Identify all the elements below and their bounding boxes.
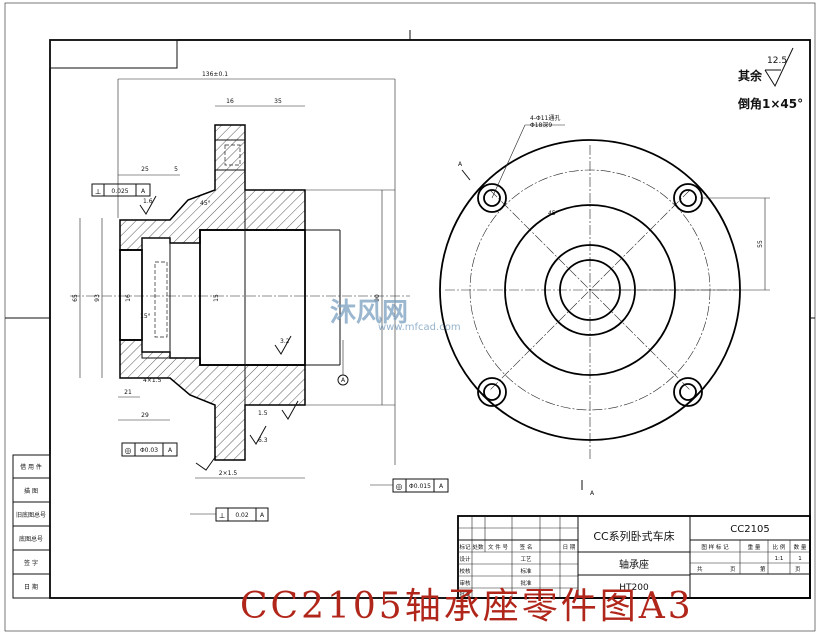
bolt-hole-tr (673, 183, 703, 213)
svg-text:⟂: ⟂ (95, 187, 101, 196)
dim-d9: 21 (124, 389, 132, 396)
svg-text:Φ0.015: Φ0.015 (409, 483, 431, 490)
dim-d5: 65 (72, 294, 79, 302)
dim-d12: 2×1.5 (219, 470, 238, 477)
tolerance-frame-1: ◎ Φ0.03 A (121, 442, 178, 457)
side-label-2: 旧底图总号 (16, 511, 46, 519)
svg-text:0.025: 0.025 (111, 188, 128, 195)
title-block: 标记 处数 文 件 号 签 名 日 期 设计 校核 审核 批准 工艺 标准 批准… (457, 515, 811, 599)
watermark-url: www.mfcad.com (378, 322, 461, 333)
role-1: 校核 (459, 567, 471, 575)
inner-border (49, 39, 811, 599)
section-dimensions: 136±0.1 16 35 25 5 65 93 16 15 90 21 29 … (72, 71, 396, 479)
datum-a-label: A (341, 377, 346, 384)
tolerance-frame-3: ⟂ 0.02 A (190, 507, 269, 522)
section-mark-top: A (458, 161, 463, 168)
svg-text:⟂: ⟂ (219, 511, 225, 520)
rev-header-3: 签 名 (520, 543, 533, 551)
quantity-value: 1 (798, 556, 802, 562)
svg-text:Φ0.03: Φ0.03 (140, 447, 158, 454)
right-header-0: 图 样 标 记 (701, 543, 729, 551)
process-2: 批准 (520, 579, 532, 587)
right-header-1: 重 量 (748, 543, 761, 551)
role-0: 设计 (459, 555, 471, 563)
svg-text:A: A (260, 512, 265, 519)
roughness-symbol (764, 47, 794, 88)
dim-d3: 25 (141, 166, 149, 173)
svg-text:◎: ◎ (396, 482, 403, 491)
sheet-label-3: 页 (795, 566, 801, 573)
role-3: 批准 (459, 590, 471, 598)
dim-d2: 35 (274, 98, 282, 105)
dim-d14: 4×1.5 (143, 377, 162, 384)
part-name: 轴承座 (619, 558, 649, 571)
side-label-5: 日 期 (24, 583, 38, 591)
right-dimension: 55 (757, 240, 764, 248)
chamfer-note: 倒角1×45° (737, 96, 803, 111)
bolt-hole-bl (477, 377, 507, 407)
bottom-title: CC2105轴承座零件图A3 (240, 586, 694, 627)
roughness-d18: 1.6 (143, 198, 153, 205)
side-label-4: 签 字 (24, 559, 38, 567)
roughness-d19: 6.3 (258, 437, 268, 444)
dim-d15: 15° (140, 313, 151, 320)
svg-text:A: A (439, 483, 444, 490)
outer-frame (4, 2, 816, 632)
code-box (49, 39, 178, 69)
side-panel: 借 用 件 描 图 旧底图总号 底图总号 签 字 日 期 (12, 454, 51, 599)
roughness-value: 12.5 (767, 56, 787, 66)
part-code: CC2105 (730, 524, 769, 535)
dim-d7: 16 (125, 294, 132, 302)
side-label-0: 借 用 件 (20, 463, 42, 471)
role-2: 审核 (459, 579, 471, 587)
rev-header-0: 标记 (459, 543, 471, 551)
bolt-hole-br (673, 377, 703, 407)
dim-d4: 5 (174, 166, 178, 173)
process-1: 标准 (520, 567, 532, 575)
dim-d16: 45° (200, 200, 211, 207)
right-header-2: 比 例 (773, 543, 786, 551)
angle-label: 45° (548, 210, 559, 217)
rev-header-1: 处数 (472, 543, 484, 551)
svg-text:◎: ◎ (125, 446, 132, 455)
section-upper-half (119, 124, 306, 251)
tolerance-frame-2: ◎ Φ0.015 A (370, 478, 449, 493)
dim-d8: 15 (213, 294, 220, 302)
notes: 其余 12.5 倒角1×45° (737, 47, 803, 111)
roughness-prefix: 其余 (738, 68, 763, 83)
bolt-hole-tl (477, 183, 507, 213)
scale-value: 1:1 (775, 556, 784, 562)
side-label-1: 描 图 (24, 487, 38, 495)
svg-text:0.02: 0.02 (235, 512, 249, 519)
right-header-3: 数 量 (794, 543, 807, 551)
sheet-label-0: 共 (697, 565, 703, 573)
roughness-symbols: 1.6 3.2 6.3 (139, 195, 299, 471)
tolerance-frame-0: ⟂ 0.025 A (91, 183, 151, 197)
section-view (70, 124, 410, 461)
dim-d10: 29 (141, 412, 149, 419)
dim-d1: 16 (226, 98, 234, 105)
process-0: 工艺 (520, 556, 532, 563)
svg-text:A: A (141, 188, 146, 195)
datum-marker: A (337, 340, 349, 386)
svg-text:A: A (168, 447, 173, 454)
dim-overall: 136±0.1 (202, 71, 228, 78)
roughness-d17: 3.2 (280, 338, 290, 345)
side-label-3: 底图总号 (19, 535, 43, 543)
watermark-logo: 沐风网 (330, 298, 409, 328)
dim-d6: 93 (94, 294, 101, 302)
section-mark-bottom: A (590, 490, 595, 497)
sheet-label-1: 页 (730, 566, 736, 573)
dim-d13: 1.5 (258, 410, 268, 417)
rev-header-4: 日 期 (563, 544, 576, 551)
sheet-label-2: 第 (760, 565, 766, 573)
machine-name: CC系列卧式车床 (593, 529, 674, 543)
dim-d11: 90 (374, 294, 381, 302)
material: HT200 (619, 583, 649, 593)
rev-header-2: 文 件 号 (488, 543, 508, 551)
